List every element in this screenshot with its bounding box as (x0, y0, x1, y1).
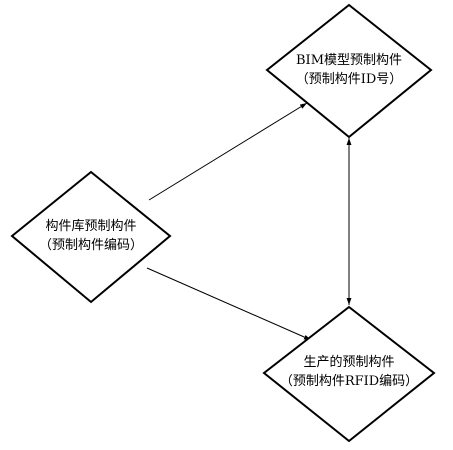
node-production-component: 生产的预制构件 （预制构件RFID编码） (262, 305, 436, 443)
node-library-diamond (10, 170, 172, 304)
node-library-label-line1: 构件库预制构件 (45, 218, 136, 234)
node-library-component: 构件库预制构件 （预制构件编码） (10, 170, 172, 304)
node-production-label-line2: （预制构件RFID编码） (280, 374, 418, 389)
node-bim-component: BIM模型预制构件 （预制构件ID号） (265, 3, 433, 139)
edge-library-to-production (146, 267, 312, 341)
node-bim-diamond (265, 3, 433, 139)
node-bim-label-line1: BIM模型预制构件 (296, 53, 402, 68)
node-library-label-line2: （预制构件编码） (39, 238, 143, 253)
node-bim-label-line2: （预制构件ID号） (296, 72, 403, 87)
node-production-label-line1: 生产的预制构件 (303, 354, 394, 370)
edge-library-to-bim (148, 102, 308, 201)
node-production-diamond (262, 305, 436, 443)
